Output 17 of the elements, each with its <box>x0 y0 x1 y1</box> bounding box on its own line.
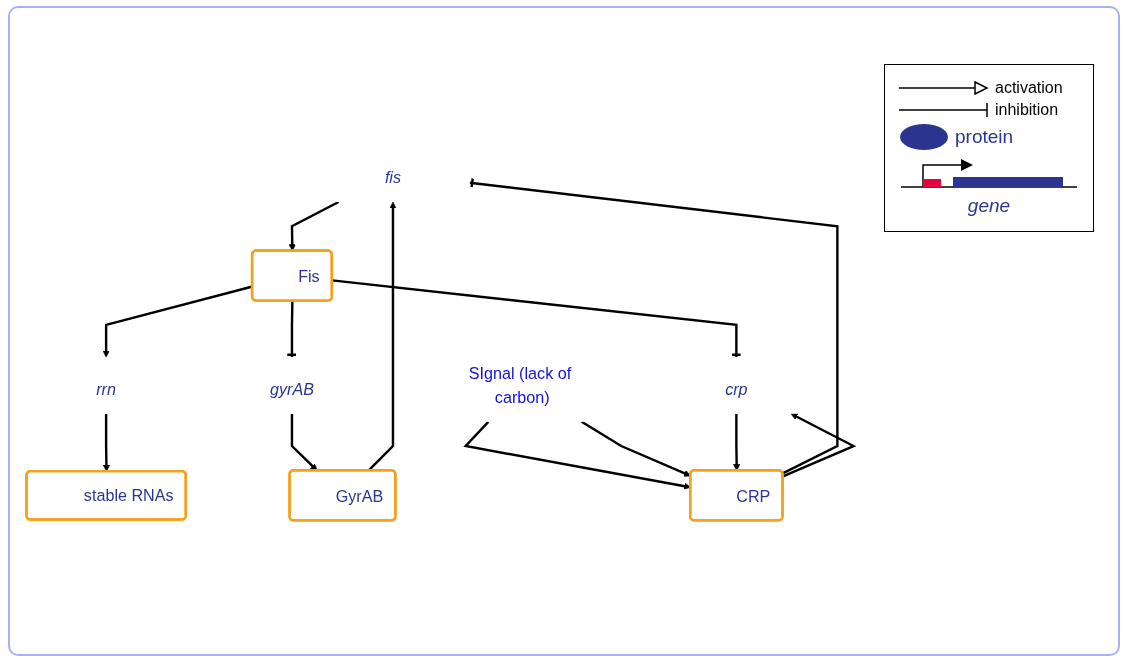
connector <box>286 301 298 358</box>
arrow <box>463 421 691 490</box>
node-text: crp <box>725 380 748 399</box>
node-text: fis <box>384 168 402 187</box>
arrow <box>102 413 110 472</box>
legend-text: gene <box>967 195 1011 217</box>
node-text: SIgnal (lack of carbon) <box>468 364 572 407</box>
arrow <box>782 413 857 478</box>
connector <box>469 177 839 475</box>
arrow <box>102 285 253 358</box>
legend-text: activation <box>995 79 1063 97</box>
node-text: rrn <box>96 380 116 399</box>
arrow <box>581 420 691 477</box>
connector <box>332 279 742 358</box>
node-text: gyrAB <box>269 380 314 399</box>
legend-text: protein <box>955 126 1014 148</box>
legend-text: inhibition <box>995 101 1059 119</box>
